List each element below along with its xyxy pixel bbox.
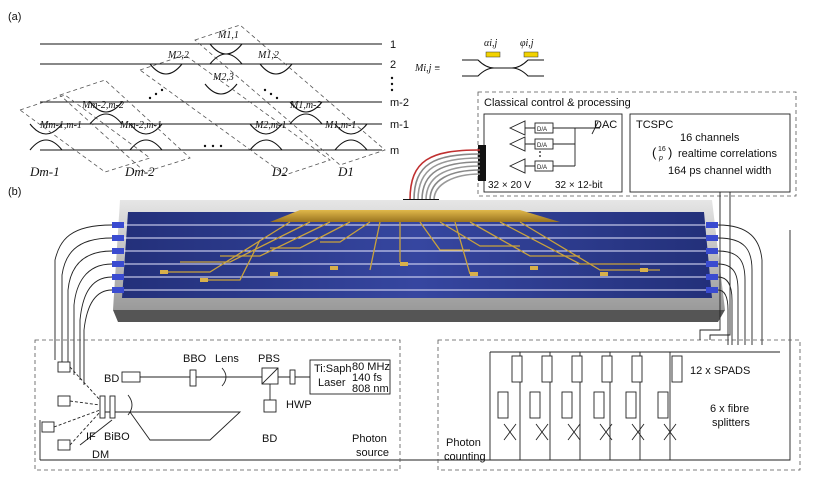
svg-text:BiBO: BiBO	[104, 431, 130, 443]
svg-text:counting: counting	[444, 451, 486, 463]
mode-label-m-2: m-2	[390, 97, 409, 109]
mzi-label: Mm-1,m-1	[39, 120, 82, 131]
svg-text:32 × 20 V: 32 × 20 V	[488, 180, 531, 191]
mzi-label: M1,m-2	[289, 100, 321, 111]
panel-a-ellipsis	[148, 76, 394, 148]
svg-text:Photon: Photon	[446, 437, 481, 449]
panel-a-couplers	[29, 43, 368, 151]
svg-text:164 ps channel width: 164 ps channel width	[668, 165, 771, 177]
photon-counting-panel: 12 x SPADS 6 x fibre splitters Photon co…	[437, 339, 801, 471]
output-fibres	[717, 224, 763, 345]
mzi-label: Mm-2,m-2	[81, 100, 124, 111]
mode-label-2: 2	[390, 59, 396, 71]
mzi-definition: Mi,j ≡ αi,j φi,j	[414, 38, 544, 77]
mzi-label: M2,3	[212, 72, 234, 83]
diagonal-label: D1	[337, 164, 354, 179]
classical-control-panel: Classical control & processing D/A D/A D…	[477, 91, 797, 197]
svg-text:BBO: BBO	[183, 353, 207, 365]
mode-label-m: m	[390, 145, 399, 157]
svg-text:6 x fibre: 6 x fibre	[710, 403, 749, 415]
svg-text:140 fs: 140 fs	[352, 372, 382, 384]
mode-label-1: 1	[390, 39, 396, 51]
svg-text:BD: BD	[262, 433, 277, 445]
photonic-chip	[112, 200, 725, 322]
svg-text:Ti:Saph: Ti:Saph	[314, 363, 352, 375]
svg-text:): )	[668, 145, 672, 160]
svg-text:Mi,j ≡: Mi,j ≡	[414, 63, 441, 74]
panel-a-waveguides	[40, 43, 382, 151]
svg-text:DM: DM	[92, 449, 109, 461]
svg-text:realtime correlations: realtime correlations	[678, 148, 778, 160]
svg-text:BD: BD	[104, 373, 119, 385]
svg-text:D/A: D/A	[537, 127, 547, 133]
diagonal-label: Dm-2	[124, 164, 155, 179]
diagonal-label: D2	[271, 164, 288, 179]
svg-text:HWP: HWP	[286, 399, 312, 411]
svg-text:32 × 12-bit: 32 × 12-bit	[555, 180, 603, 191]
svg-text:Laser: Laser	[318, 377, 346, 389]
mzi-label: M1,m-1	[324, 120, 356, 131]
photon-source-panel: BD BBO Lens PBS Ti:Saph Laser 80 MHz 140…	[34, 339, 401, 471]
svg-text:808 nm: 808 nm	[352, 383, 389, 395]
svg-text:Photon: Photon	[352, 433, 387, 445]
svg-text:DAC: DAC	[594, 119, 617, 131]
mode-label-m-1: m-1	[390, 119, 409, 131]
svg-text:D/A: D/A	[537, 165, 547, 171]
svg-text:(: (	[652, 145, 657, 160]
svg-text:IF: IF	[86, 431, 96, 443]
mzi-label: M2,2	[167, 50, 189, 61]
svg-text:Classical control & processing: Classical control & processing	[484, 97, 631, 109]
ribbon-cable	[403, 149, 481, 205]
input-fibres	[39, 224, 791, 461]
svg-text:16: 16	[658, 146, 666, 153]
svg-text:PBS: PBS	[258, 353, 280, 365]
panel-a-label: (a)	[8, 11, 21, 23]
tcspc-box: TCSPC 16 channels ( 16 p ) realtime corr…	[629, 113, 791, 193]
panel-b-label: (b)	[8, 186, 21, 198]
panel-a-diagonals	[19, 24, 386, 176]
svg-text:p: p	[658, 155, 663, 162]
svg-text:80 MHz: 80 MHz	[352, 361, 390, 373]
svg-text:Lens: Lens	[215, 353, 239, 365]
svg-text:12 x SPADS: 12 x SPADS	[690, 365, 750, 377]
svg-text:source: source	[356, 447, 389, 459]
svg-text:αi,j: αi,j	[484, 38, 498, 49]
mzi-label: M2,m-1	[254, 120, 286, 131]
svg-text:splitters: splitters	[712, 417, 750, 429]
mzi-label: M1,1	[217, 30, 239, 41]
tcspc-link	[699, 192, 731, 340]
svg-text:TCSPC: TCSPC	[636, 119, 673, 131]
mzi-label: Mm-2,m-1	[119, 120, 162, 131]
svg-text:φi,j: φi,j	[520, 38, 534, 49]
diagonal-label: Dm-1	[29, 164, 60, 179]
mzi-label: M1,2	[257, 50, 279, 61]
svg-text:D/A: D/A	[537, 143, 547, 149]
svg-text:16 channels: 16 channels	[680, 132, 740, 144]
